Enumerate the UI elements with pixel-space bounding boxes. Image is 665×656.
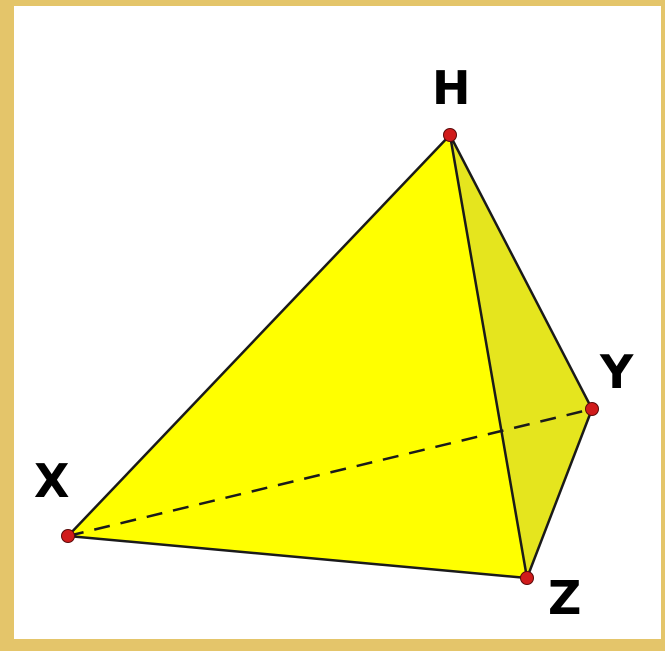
vertex-label-z: Z — [548, 571, 581, 625]
vertex-label-x: X — [34, 454, 69, 508]
vertex-point-y — [585, 402, 599, 416]
face-hyz — [450, 135, 592, 578]
edge-hz — [448, 134, 529, 579]
vertex-label-h: H — [432, 61, 471, 115]
vertex-point-h — [443, 128, 457, 142]
edge-zy — [525, 408, 594, 579]
edge-xh — [67, 134, 451, 537]
edge-hy — [448, 134, 594, 410]
face-xhz — [68, 135, 527, 578]
vertex-label-y: Y — [599, 345, 634, 399]
vertex-point-z — [520, 571, 534, 585]
edge-xz — [67, 534, 528, 580]
vertex-point-x — [61, 529, 75, 543]
edge-xy-hidden — [67, 407, 593, 538]
